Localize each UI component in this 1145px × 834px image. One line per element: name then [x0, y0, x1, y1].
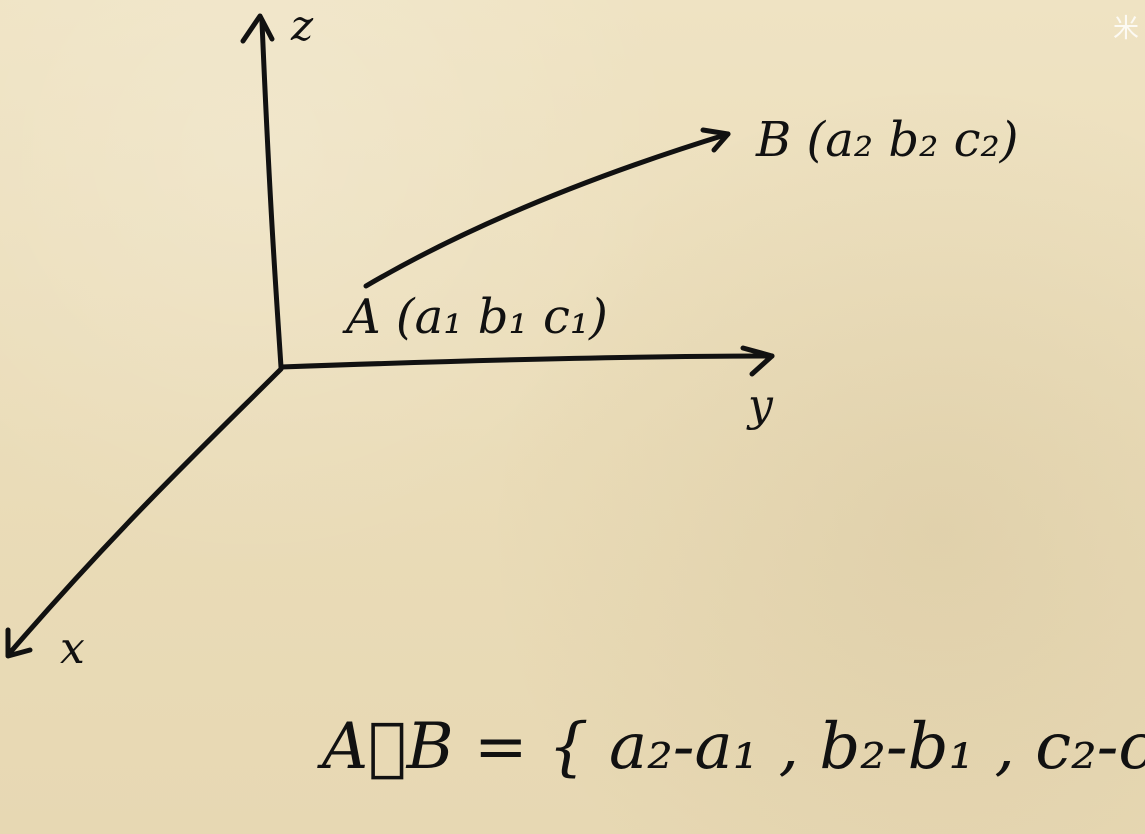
z-axis-line	[259, 19, 284, 370]
vector-ab-line	[363, 131, 731, 289]
x-axis-label: x	[60, 623, 85, 674]
z-axis-arrowhead	[240, 13, 275, 44]
x-axis-line	[5, 366, 284, 658]
point-b-label: B (a₂ b₂ c₂)	[755, 112, 1018, 168]
y-axis-label: y	[746, 380, 774, 431]
x-axis-arrowhead	[5, 627, 33, 659]
vector-formula: A⃗B = { a₂-a₁ , b₂-b₁ , c₂-c₁ }	[317, 710, 1145, 784]
y-axis-arrowhead	[740, 345, 775, 377]
vector-ab-arrowhead	[700, 127, 731, 153]
watermark-icon: 米	[1112, 14, 1139, 44]
z-axis-label: z	[290, 1, 314, 50]
y-axis-line	[278, 353, 775, 370]
point-a-label: A (a₁ b₁ c₁)	[342, 289, 608, 345]
